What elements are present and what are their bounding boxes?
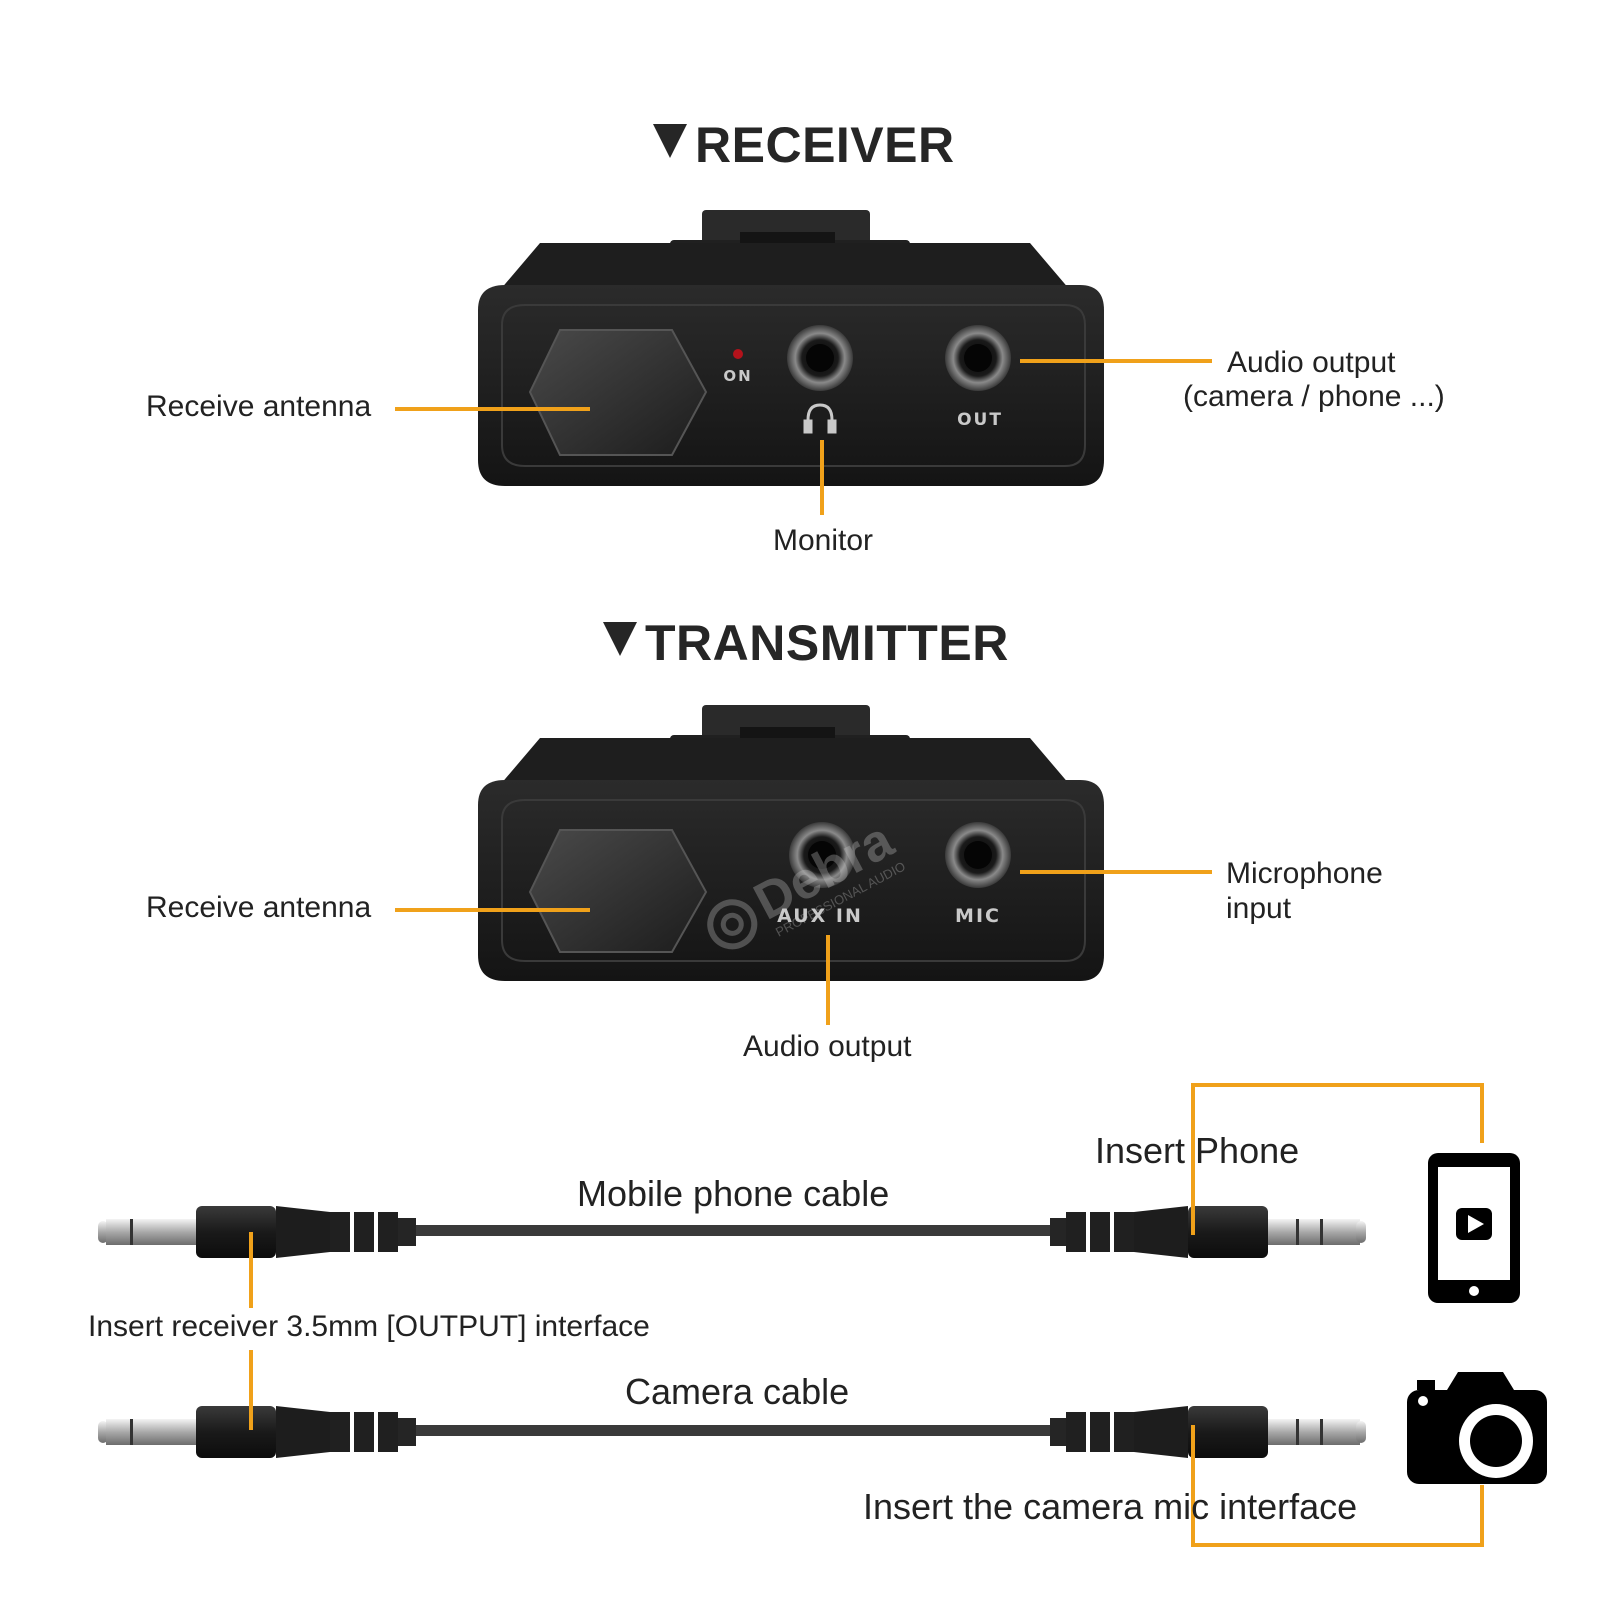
audio-output-label-line1: Audio output bbox=[1227, 346, 1396, 379]
receiver-antenna-knob bbox=[528, 329, 708, 456]
aux-audio-output-label: Audio output bbox=[743, 1030, 912, 1063]
headphones-icon bbox=[803, 403, 837, 434]
transmitter-heading: TRANSMITTER bbox=[603, 618, 1009, 668]
microphone-label-line2: input bbox=[1226, 892, 1292, 925]
receiver-out-label: OUT bbox=[957, 410, 1003, 430]
audio-output-label-line2: (camera / phone ...) bbox=[1183, 380, 1445, 413]
receiver-heading: RECEIVER bbox=[653, 120, 955, 170]
mic-label: MIC bbox=[955, 905, 1001, 927]
receiver-on-label: ON bbox=[723, 367, 752, 385]
receiver-callout-lines bbox=[395, 359, 1212, 515]
cable-connector-lines bbox=[249, 1083, 1484, 1547]
camera-cable bbox=[98, 1406, 1366, 1458]
camera-cable-label: Camera cable bbox=[625, 1371, 850, 1412]
aux-in-label: AUX IN bbox=[777, 905, 863, 927]
camera-icon bbox=[1407, 1372, 1547, 1484]
transmitter-title: TRANSMITTER bbox=[645, 615, 1009, 671]
mobile-phone-cable bbox=[98, 1206, 1366, 1258]
receiver-title: RECEIVER bbox=[695, 117, 955, 173]
mobile-cable-label: Mobile phone cable bbox=[577, 1173, 890, 1214]
receiver-interface-label: Insert receiver 3.5mm [OUTPUT] interface bbox=[88, 1310, 650, 1343]
transmitter-callout-lines bbox=[395, 870, 1212, 1025]
microphone-label-line1: Microphone bbox=[1226, 857, 1383, 890]
transmitter-antenna-label: Receive antenna bbox=[146, 891, 372, 924]
insert-phone-label: Insert Phone bbox=[1095, 1130, 1300, 1171]
transmitter-antenna-knob bbox=[528, 829, 708, 953]
smartphone-play-icon bbox=[1428, 1153, 1520, 1303]
camera-interface-label: Insert the camera mic interface bbox=[863, 1486, 1358, 1527]
receiver-device: ON OUT bbox=[478, 210, 1104, 486]
transmitter-device: AUX IN MIC Debra PROFESSIONAL AUDIO bbox=[478, 705, 1104, 981]
transmitter-heading-triangle-icon bbox=[603, 622, 637, 656]
camera-bracket-line bbox=[1191, 1425, 1484, 1547]
monitor-label: Monitor bbox=[773, 524, 874, 557]
power-led bbox=[733, 349, 743, 359]
receiver-antenna-label: Receive antenna bbox=[146, 390, 372, 423]
phone-bracket-line bbox=[1191, 1083, 1484, 1235]
receiver-heading-triangle-icon bbox=[653, 124, 687, 158]
